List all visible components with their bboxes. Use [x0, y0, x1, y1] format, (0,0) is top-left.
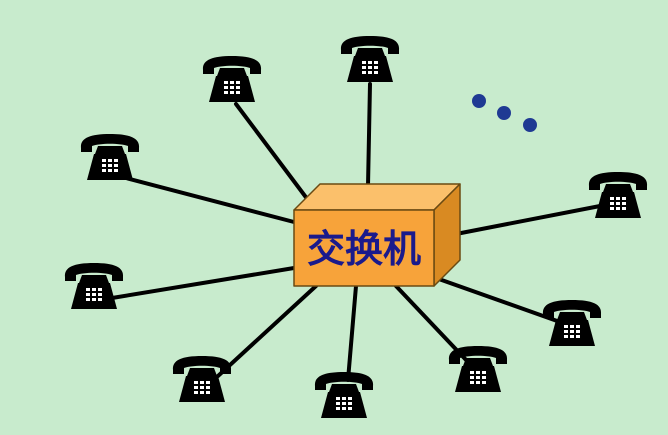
switch-label: 交换机: [307, 227, 421, 271]
link-left-lower: [110, 266, 296, 300]
link-right-lower: [434, 276, 562, 324]
switch-box: 交换机: [293, 183, 461, 287]
switch-box-front: [293, 209, 435, 287]
ellipsis-dot: [497, 106, 511, 120]
link-top-center: [366, 82, 372, 188]
ellipsis-dot: [472, 94, 486, 108]
ellipsis-dot: [523, 118, 537, 132]
link-upper-left: [234, 102, 310, 202]
link-bottom-left: [216, 284, 318, 378]
ellipsis-dots: [472, 94, 537, 132]
link-left-upper: [124, 176, 296, 224]
switch-box-top: [293, 183, 461, 211]
link-right-upper: [454, 204, 602, 236]
link-bottom-center: [346, 284, 358, 382]
